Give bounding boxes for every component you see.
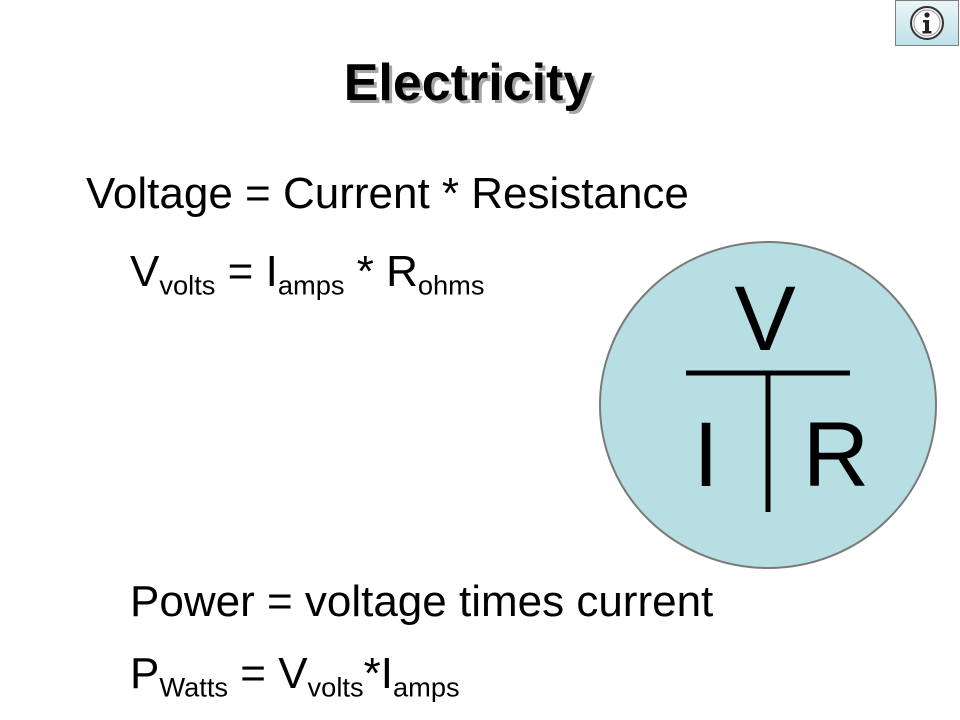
power-statement: Power = voltage times current <box>130 577 714 626</box>
page-title: Electricity <box>343 54 593 112</box>
formula-operator: = <box>228 649 279 698</box>
vir-diagram: V I R <box>599 241 937 569</box>
ohms-law-formula: Vvolts = Iamps * Rohms <box>130 247 485 299</box>
vir-voltage-letter: V <box>734 268 795 370</box>
info-icon <box>910 6 944 40</box>
ohms-law-statement: Voltage = Current * Resistance <box>86 169 689 218</box>
formula-operator: = <box>215 247 266 296</box>
formula-symbol: V <box>130 247 160 296</box>
formula-symbol: V <box>278 649 308 698</box>
formula-symbol: I <box>380 649 393 698</box>
formula-subscript: ohms <box>417 269 485 301</box>
vir-current-letter: I <box>693 404 719 506</box>
formula-symbol: I <box>265 247 278 296</box>
formula-operator: * <box>344 247 387 296</box>
formula-subscript: volts <box>307 671 364 703</box>
formula-subscript: Watts <box>159 671 229 703</box>
power-formula: PWatts = Vvolts*Iamps <box>130 649 460 701</box>
formula-subscript: amps <box>277 269 345 301</box>
formula-symbol: P <box>130 649 160 698</box>
info-button[interactable] <box>895 0 959 46</box>
formula-subscript: amps <box>392 671 460 703</box>
formula-symbol: R <box>386 247 418 296</box>
vir-resistance-letter: R <box>803 404 869 506</box>
formula-operator: * <box>363 649 381 698</box>
formula-subscript: volts <box>159 269 216 301</box>
